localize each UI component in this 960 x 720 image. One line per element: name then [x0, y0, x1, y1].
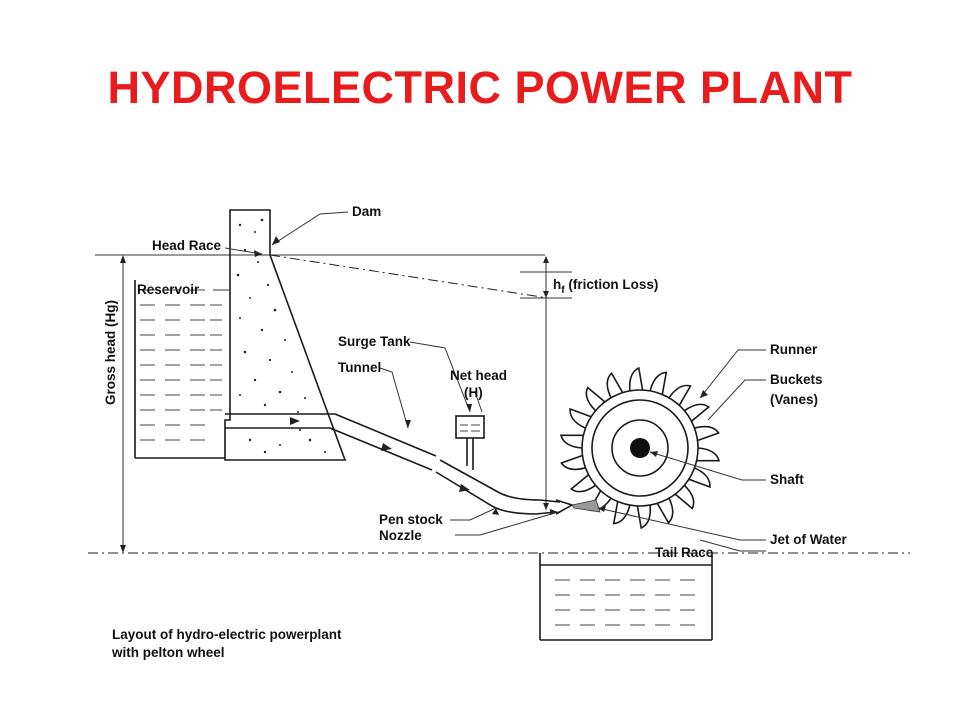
label-buckets: Buckets [770, 372, 823, 387]
reservoir-water [95, 254, 545, 459]
friction-loss-subscript: f [561, 285, 565, 296]
caption-line-2: with pelton wheel [111, 645, 225, 660]
wheel-bucket [612, 501, 631, 525]
label-head-race: Head Race [152, 238, 222, 253]
head-lines [269, 254, 572, 510]
label-reservoir: Reservoir [137, 282, 200, 297]
pelton-wheel-icon [559, 366, 721, 530]
page-title: HYDROELECTRIC POWER PLANT [107, 62, 853, 113]
gross-head-indicator [120, 255, 126, 553]
label-net-head-symbol: (H) [464, 385, 483, 400]
label-gross-head: Gross head (Hg) [103, 300, 118, 405]
wheel-bucket [683, 403, 711, 422]
label-dam: Dam [352, 204, 381, 219]
label-runner: Runner [770, 342, 818, 357]
wheel-bucket [569, 407, 592, 429]
wheel-bucket [694, 425, 720, 442]
wheel-bucket [560, 454, 586, 471]
label-vanes: (Vanes) [770, 392, 818, 407]
caption-line-1: Layout of hydro-electric powerplant [112, 627, 342, 642]
wheel-bucket [674, 484, 695, 510]
label-jet-of-water: Jet of Water [770, 532, 848, 547]
label-friction-loss: hf (friction Loss) [553, 277, 658, 296]
label-pen-stock: Pen stock [379, 512, 443, 527]
wheel-bucket [649, 371, 668, 395]
wheel-bucket [628, 366, 644, 391]
wheel-bucket [668, 384, 692, 406]
wheel-bucket [636, 505, 652, 530]
wheel-bucket [585, 386, 606, 412]
wheel-bucket [606, 371, 624, 399]
wheel-bucket [696, 447, 721, 462]
wheel-bucket [569, 474, 597, 493]
label-net-head: Net head [450, 368, 507, 383]
surge-tank-icon [455, 415, 485, 470]
wheel-bucket [656, 497, 674, 525]
wheel-bucket [559, 434, 584, 449]
tail-race-level [88, 552, 910, 641]
label-surge-tank: Surge Tank [338, 334, 411, 349]
penstock-pipe [290, 413, 575, 515]
wheel-bucket [688, 467, 711, 489]
label-shaft: Shaft [770, 472, 804, 487]
leader-lines [213, 211, 766, 552]
label-nozzle: Nozzle [379, 528, 422, 543]
water-jet [571, 499, 601, 513]
friction-loss-symbol: h [553, 277, 561, 292]
label-tunnel: Tunnel [338, 360, 381, 375]
friction-loss-text: (friction Loss) [565, 277, 659, 292]
dam-icon [224, 209, 347, 461]
label-tail-race: Tail Race [655, 545, 714, 560]
